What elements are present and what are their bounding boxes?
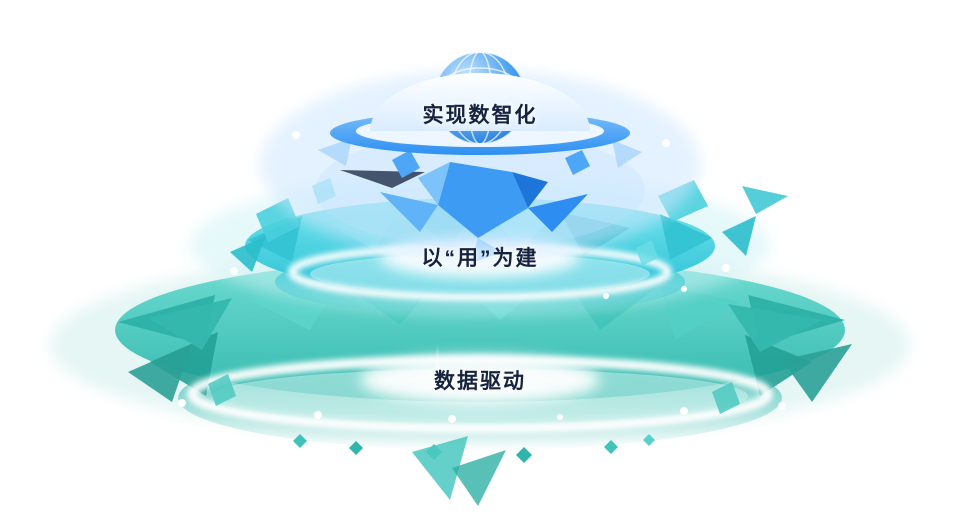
decor-bottom-center <box>293 434 655 506</box>
bottom-dots <box>178 399 786 423</box>
top-dome <box>370 73 590 131</box>
decor-left-bottom <box>128 298 236 406</box>
top-haze <box>260 70 700 260</box>
decor-right-bottom <box>712 304 852 414</box>
top-dots <box>292 131 670 147</box>
tier-top-graphics <box>260 52 700 264</box>
bottom-label-glow <box>360 356 600 404</box>
middle-dots <box>230 264 730 299</box>
top-burst <box>315 132 645 264</box>
